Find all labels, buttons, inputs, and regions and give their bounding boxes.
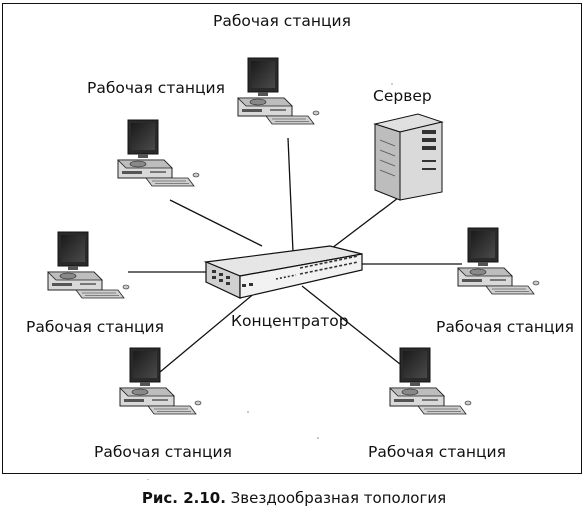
- caption-text: Звездообразная топология: [225, 489, 447, 507]
- figure-caption: Рис. 2.10. Звездообразная топология: [0, 489, 588, 507]
- ws-top-label: Рабочая станция: [213, 12, 351, 30]
- workstation-lower-left: [119, 347, 202, 415]
- workstation-top: [237, 57, 320, 125]
- workstation-upper-left: [117, 119, 200, 187]
- ws-left-label: Рабочая станция: [26, 318, 164, 336]
- ws-lower-right-label: Рабочая станция: [368, 443, 506, 461]
- workstation-right: [457, 227, 540, 295]
- network-links: [128, 137, 462, 373]
- star-topology-diagram: [47, 57, 540, 480]
- link-ws-lower-left: [159, 291, 257, 373]
- hub-device: [203, 245, 363, 299]
- server-device: [373, 113, 444, 201]
- ws-right-label: Рабочая станция: [436, 318, 574, 336]
- link-server: [331, 197, 399, 249]
- ws-upper-left-label: Рабочая станция: [87, 79, 225, 97]
- caption-number: Рис. 2.10.: [141, 489, 226, 507]
- link-ws-lower-right: [301, 285, 411, 373]
- server-label: Сервер: [373, 87, 432, 105]
- hub-label: Концентратор: [231, 312, 349, 330]
- link-ws-upper-left: [169, 199, 263, 247]
- link-ws-top: [287, 137, 294, 253]
- workstation-lower-right: [389, 347, 472, 415]
- workstation-left: [47, 231, 130, 299]
- ws-lower-left-label: Рабочая станция: [94, 443, 232, 461]
